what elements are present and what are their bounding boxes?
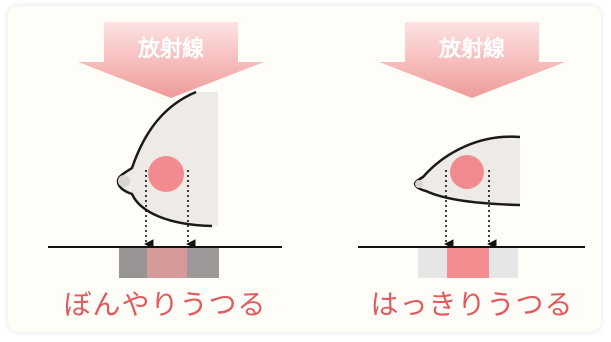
left-caption: ぼんやりうつる [63, 288, 266, 321]
left-radiation-arrow: 放射線 [78, 22, 264, 98]
left-image-result [119, 248, 219, 278]
right-image-result [418, 248, 518, 278]
left-radiation-label: 放射線 [137, 36, 204, 62]
right-breast [413, 135, 521, 207]
left-tumor [148, 156, 184, 192]
left-nipple-icon [118, 175, 130, 187]
right-radiation-arrow: 放射線 [379, 22, 565, 98]
right-nipple-icon [415, 180, 423, 188]
right-scenario: 放射線 はっきりうつる [358, 22, 585, 321]
left-scenario: 放射線 ぼんやりうつる [48, 22, 282, 321]
right-radiation-label: 放射線 [438, 36, 505, 62]
left-breast [116, 90, 218, 228]
right-tumor [450, 155, 484, 189]
right-caption: はっきりうつる [370, 288, 573, 321]
